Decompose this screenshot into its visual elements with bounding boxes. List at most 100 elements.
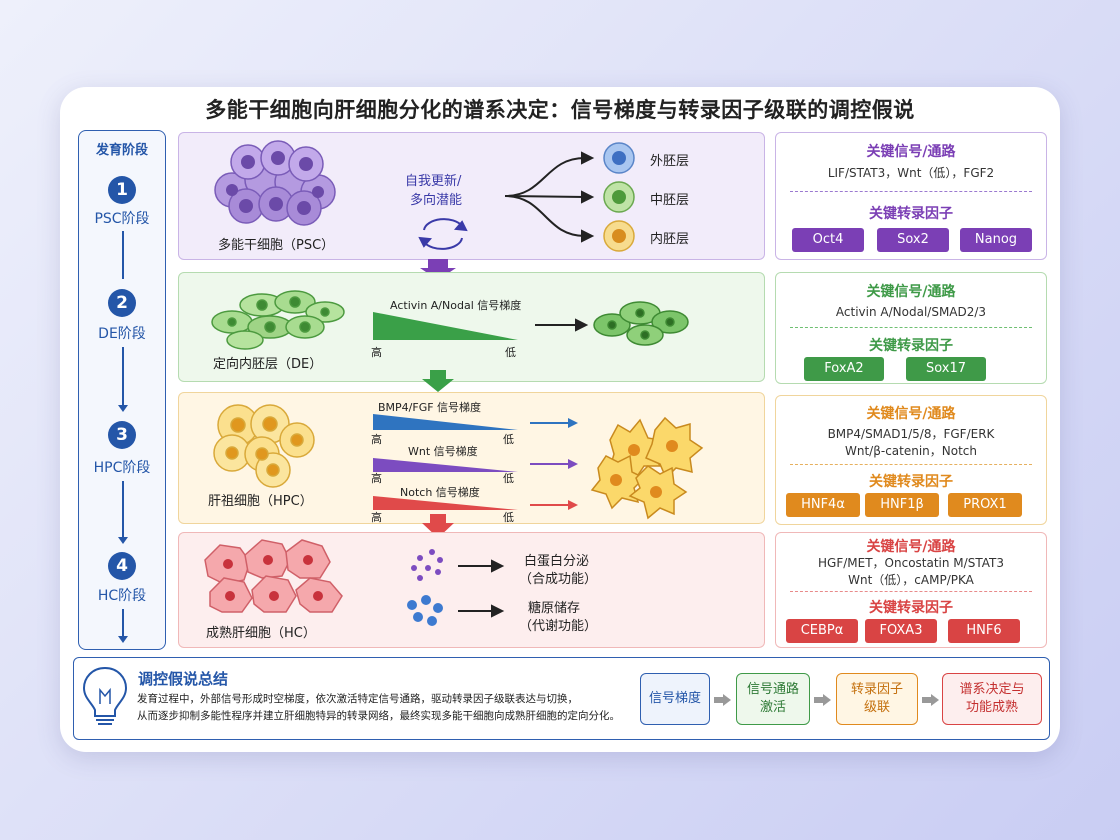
signal-text: HGF/MET，Oncostatin M/STAT3 [818,556,1004,570]
tf-title: 关键转录因子 [869,338,953,354]
albumin-sub-label: （合成功能） [519,572,598,587]
psc-cell-label: 多能干细胞（PSC） [218,238,335,253]
de-cell-label: 定向内胚层（DE） [213,357,323,372]
ectoderm-cell-icon [603,142,635,174]
hpc-cell-label: 肝祖细胞（HPC） [208,494,313,509]
flow-lineage-maturation: 谱系决定与功能成熟 [942,673,1042,725]
mesoderm-label: 中胚层 [650,193,690,208]
bmp4-low-label: 低 [503,433,514,446]
flow-arrow [922,697,932,703]
tf-chip: Oct4 [792,228,864,252]
flow-arrowhead [823,694,831,706]
tf-chip: CEBPα [786,619,858,643]
activin-gradient-wedge [373,312,518,340]
de-arrow [535,318,589,332]
divider [790,464,1032,465]
summary-title: 调控假说总结 [138,670,229,688]
hpc-output-cells-icon [590,416,704,520]
stage-transition-arrow [422,370,454,392]
mesoderm-cell-icon [603,181,635,213]
stage-connector [122,347,124,405]
stage-1-number: 1 [108,176,136,204]
summary-line-1: 发育过程中，外部信号形成时空梯度，依次激活特定信号通路，驱动转录因子级联表达与切… [137,693,578,705]
signal-text: Wnt/β-catenin，Notch [844,444,978,458]
signal-title: 关键信号/通路 [866,406,956,422]
glycogen-label: 糖原储存 [528,601,581,616]
gradient-high-label: 高 [371,346,382,359]
stage-4-label: HC阶段 [97,588,147,604]
signal-title: 关键信号/通路 [866,144,956,160]
stage-column-header: 发育阶段 [95,143,148,158]
tf-chip: Nanog [960,228,1032,252]
wnt-low-label: 低 [503,472,514,485]
signal-text: Activin A/Nodal/SMAD2/3 [835,305,987,319]
tf-chip: HNF4α [786,493,860,517]
divider [790,191,1032,192]
hpc-factor-box: 关键信号/通路 BMP4/SMAD1/5/8，FGF/ERK Wnt/β-cat… [775,395,1047,525]
tf-chip: Sox2 [877,228,949,252]
hc-cell-label: 成熟肝细胞（HC） [206,626,316,641]
stage-arrowhead [118,405,128,412]
stage-arrowhead [118,636,128,643]
albumin-dots-icon [411,549,443,581]
stage-connector [122,481,124,537]
notch-gradient-label: Notch 信号梯度 [400,486,480,499]
stage-4-number: 4 [108,552,136,580]
tf-chip: Sox17 [906,357,986,381]
tf-chip: HNF1β [865,493,939,517]
divider [790,327,1032,328]
stage-1-label: PSC阶段 [94,211,150,227]
tf-chip: PROX1 [948,493,1022,517]
stage-2-label: DE阶段 [98,326,146,342]
wnt-gradient-label: Wnt 信号梯度 [408,445,478,458]
stage-2-number: 2 [108,289,136,317]
notch-low-label: 低 [503,511,514,524]
page-title: 多能干细胞向肝细胞分化的谱系决定：信号梯度与转录因子级联的调控假说 [205,98,915,122]
flow-line: 信号梯度 [648,691,701,706]
endoderm-label: 内胚层 [650,232,690,247]
stage-transition-arrow [422,514,454,538]
flow-line: 级联 [863,700,890,715]
endoderm-cell-icon [603,220,635,252]
summary-line-2: 从而逐步抑制多能性程序并建立肝细胞特异的转录网络，最终实现多能干细胞向成熟肝细胞… [137,710,620,722]
flow-arrow [714,697,724,703]
de-factor-box: 关键信号/通路 Activin A/Nodal/SMAD2/3 关键转录因子 F… [775,272,1047,384]
tf-title: 关键转录因子 [869,206,953,222]
stage-3-label: HPC阶段 [93,460,151,476]
divider [790,591,1032,592]
flow-tf-cascade: 转录因子级联 [836,673,918,725]
glycogen-sub-label: （代谢功能） [519,619,598,634]
flow-line: 谱系决定与 [959,682,1025,697]
tf-title: 关键转录因子 [869,600,953,616]
de-cell-cluster-icon [211,290,345,350]
stage-connector [122,231,124,279]
tf-title: 关键转录因子 [869,474,953,490]
flow-arrowhead [723,694,731,706]
bmp4-gradient-label: BMP4/FGF 信号梯度 [378,401,482,414]
notch-high-label: 高 [371,511,382,524]
ectoderm-label: 外胚层 [650,154,690,169]
flow-pathway-activation: 信号通路激活 [736,673,810,725]
flow-line: 信号通路 [746,682,799,697]
hc-factor-box: 关键信号/通路 HGF/MET，Oncostatin M/STAT3 Wnt（低… [775,532,1047,648]
stage-connector [122,609,124,637]
stage-column: 发育阶段 1 PSC阶段 2 DE阶段 3 HPC阶段 4 HC阶段 [78,130,166,650]
hpc-cell-cluster-icon [213,404,315,488]
stage-3-number: 3 [108,421,136,449]
notch-gradient-wedge [373,496,518,510]
wnt-gradient-wedge [373,458,518,472]
flow-line: 功能成熟 [965,700,1018,715]
signal-text: Wnt（低），cAMP/PKA [848,573,974,587]
de-output-cells-icon [593,301,689,346]
glycogen-dots-icon [407,595,443,626]
flow-arrow [814,697,824,703]
bmp4-gradient-wedge [373,414,518,430]
flow-line: 激活 [759,700,786,715]
signal-title: 关键信号/通路 [866,539,956,555]
psc-factor-box: 关键信号/通路 LIF/STAT3，Wnt（低），FGF2 关键转录因子 Oct… [775,132,1047,260]
multipotency-label: 多向潜能 [410,193,463,208]
